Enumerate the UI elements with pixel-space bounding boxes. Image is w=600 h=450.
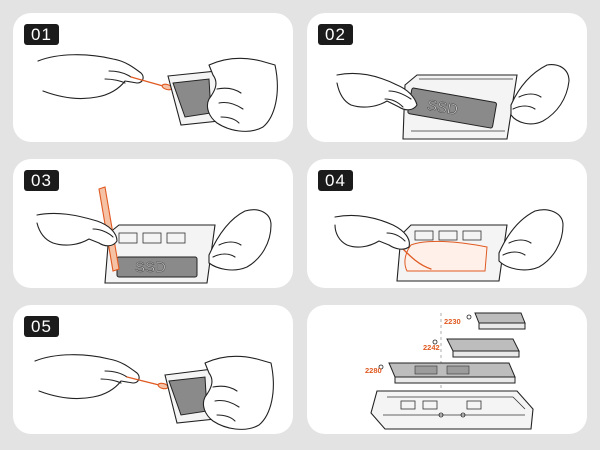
right-hand xyxy=(498,209,564,271)
enclosure-slot xyxy=(438,230,458,241)
right-hand-fingers xyxy=(216,87,244,124)
enclosure-slot xyxy=(142,232,162,244)
screw-icon xyxy=(466,314,472,320)
right-hand-fingers xyxy=(212,385,240,422)
screw-icon xyxy=(432,339,438,345)
screw-icon xyxy=(378,364,384,370)
size-label-2242: 2242 xyxy=(423,343,440,352)
swab-stick xyxy=(126,376,160,386)
left-hand-fingers xyxy=(104,70,132,84)
ssd-2230-top xyxy=(474,312,526,324)
step-02-card: SSD 02 xyxy=(307,13,587,142)
size-label-2230: 2230 xyxy=(444,317,461,326)
step-01-card: 01 xyxy=(13,13,293,142)
step-04-illustration xyxy=(334,209,564,282)
step-number-badge: 02 xyxy=(318,24,353,45)
enclosure-slot xyxy=(400,400,416,410)
enclosure-slot xyxy=(466,400,482,410)
chip xyxy=(414,365,438,375)
right-hand-fingers xyxy=(512,93,542,110)
step-number-badge: 05 xyxy=(24,316,59,337)
ssd-2242-side xyxy=(452,350,520,358)
ssd-size-card: 2230 2242 2280 xyxy=(307,305,587,434)
step-04-card: 04 xyxy=(307,159,587,288)
step-03-card: SSD 03 xyxy=(13,159,293,288)
right-hand-fingers xyxy=(212,241,242,258)
enclosure-base xyxy=(370,390,534,430)
standoff xyxy=(438,412,444,418)
ssd-label: SSD xyxy=(426,97,459,119)
step-number-badge: 03 xyxy=(24,170,59,191)
enclosure-slot xyxy=(118,232,138,244)
enclosure-slot xyxy=(422,400,438,410)
chip xyxy=(446,365,470,375)
ssd-2280-side xyxy=(394,376,516,384)
right-hand xyxy=(510,64,570,125)
enclosure-slot xyxy=(166,232,186,244)
enclosure-frame xyxy=(383,396,526,416)
size-label-2280: 2280 xyxy=(365,366,382,375)
step-01-illustration xyxy=(37,54,278,132)
step-number-badge: 04 xyxy=(318,170,353,191)
right-hand xyxy=(208,209,272,271)
step-05-illustration xyxy=(34,354,274,430)
step-02-illustration: SSD xyxy=(336,64,570,140)
ssd-2242-top xyxy=(446,338,520,352)
left-hand-fingers xyxy=(386,232,406,242)
film-edge xyxy=(402,248,432,270)
step-03-illustration: SSD xyxy=(36,186,272,284)
left-hand xyxy=(34,354,140,400)
enclosure-slot xyxy=(414,230,434,241)
right-hand-fingers xyxy=(502,239,532,256)
step-05-card: 05 xyxy=(13,305,293,434)
enclosure-rails xyxy=(411,78,513,132)
left-hand-fingers xyxy=(92,228,114,238)
ssd-module: SSD xyxy=(407,87,497,129)
ssd-2230-side xyxy=(478,322,526,330)
left-hand xyxy=(37,54,144,100)
left-hand xyxy=(336,72,418,111)
swab-stick xyxy=(130,76,164,87)
left-hand xyxy=(36,212,118,247)
left-hand-fingers xyxy=(384,90,412,108)
enclosure-slot xyxy=(462,230,482,241)
ssd-size-diagram: 2230 2242 2280 xyxy=(365,312,534,430)
left-hand xyxy=(334,214,410,250)
protective-film xyxy=(404,240,488,272)
step-number-badge: 01 xyxy=(24,24,59,45)
ssd-label: SSD xyxy=(135,259,166,276)
standoff xyxy=(460,412,466,418)
right-hand xyxy=(202,355,274,430)
left-hand-fingers xyxy=(100,370,128,384)
right-hand xyxy=(206,57,278,132)
